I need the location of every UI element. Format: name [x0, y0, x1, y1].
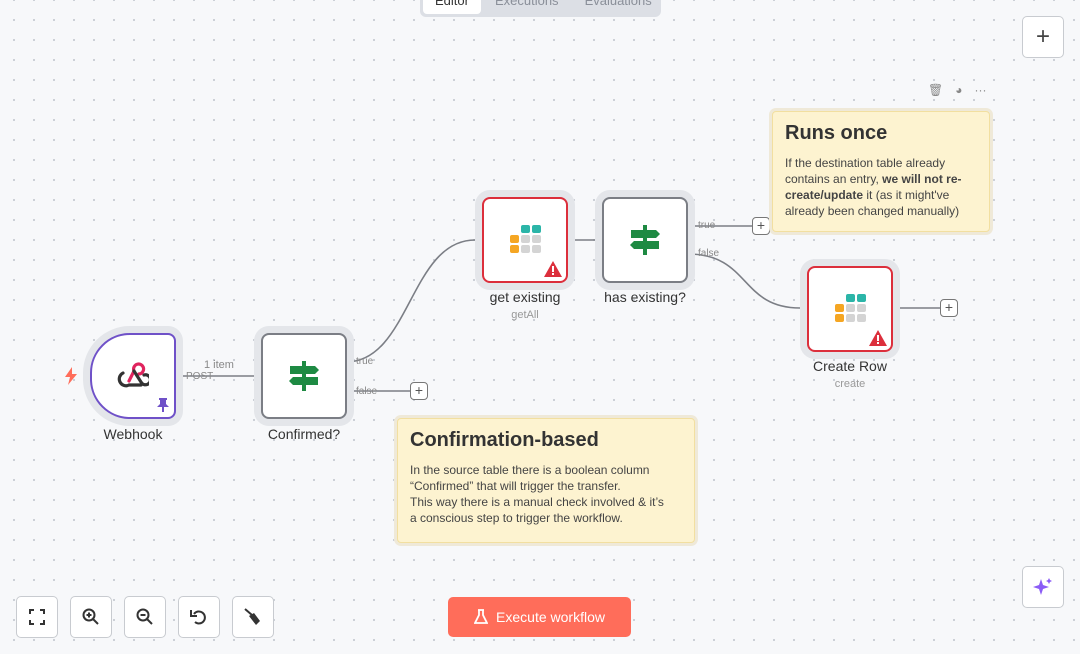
sticky-note-confirmation[interactable]: Confirmation-based In the source table t…	[397, 418, 695, 543]
node-has-existing[interactable]	[602, 197, 688, 283]
node-confirmed[interactable]	[261, 333, 347, 419]
webhook-icon	[117, 362, 149, 388]
reset-zoom-button[interactable]	[178, 596, 220, 638]
warning-icon	[869, 330, 887, 346]
flask-icon	[474, 609, 489, 624]
pin-icon	[157, 398, 169, 412]
add-node-true-button[interactable]: +	[752, 217, 770, 235]
zoom-in-button[interactable]	[70, 596, 112, 638]
node-subtitle: create	[834, 378, 866, 390]
sticky-text: If the destination table already contain…	[785, 156, 962, 218]
sticky-toolbar: 🗑 ◕ ···	[928, 83, 986, 97]
plus-icon: +	[1035, 23, 1050, 50]
execute-label: Execute workflow	[496, 609, 605, 625]
execute-workflow-button[interactable]: Execute workflow	[448, 597, 631, 637]
zoom-out-button[interactable]	[124, 596, 166, 638]
tab-evaluations[interactable]: Evaluations	[584, 0, 652, 8]
node-webhook[interactable]	[90, 333, 176, 419]
sticky-title: Confirmation-based	[410, 429, 599, 451]
signpost-icon	[630, 225, 660, 255]
trigger-bolt-icon	[65, 367, 77, 385]
node-subtitle: getAll	[511, 309, 539, 321]
table-icon	[510, 225, 541, 253]
node-label: has existing?	[604, 289, 686, 305]
edge-item-count: 1 item	[204, 359, 234, 371]
tab-executions[interactable]: Executions	[494, 0, 559, 8]
node-get-existing[interactable]	[482, 197, 568, 283]
view-tabs: Editor Executions Evaluations	[420, 0, 661, 17]
sticky-title: Runs once	[785, 122, 888, 144]
zoom-in-icon	[82, 608, 99, 625]
broom-icon	[244, 608, 260, 625]
add-node-after-create-button[interactable]: +	[940, 299, 958, 317]
output-true: true	[356, 356, 374, 367]
node-label: Confirmed?	[267, 426, 341, 442]
tidy-up-button[interactable]	[232, 596, 274, 638]
node-label: get existing	[489, 289, 561, 305]
edge-label-post: POST	[186, 371, 214, 382]
warning-icon	[544, 261, 562, 277]
tab-editor[interactable]: Editor	[423, 0, 481, 14]
add-node-button[interactable]: +	[1022, 16, 1064, 58]
signpost-icon	[289, 361, 319, 391]
sticky-note-runs-once[interactable]: Runs once If the destination table alrea…	[772, 111, 990, 232]
undo-icon	[190, 610, 206, 625]
palette-icon[interactable]: ◕	[955, 83, 963, 97]
fit-view-button[interactable]	[16, 596, 58, 638]
add-node-false-button[interactable]: +	[410, 382, 428, 400]
output-false: false	[356, 386, 378, 397]
table-icon	[835, 294, 866, 322]
output-true: true	[698, 220, 716, 231]
fit-view-icon	[29, 609, 45, 625]
node-label: Webhook	[103, 426, 163, 442]
sticky-text: In the source table there is a boolean c…	[410, 463, 664, 525]
output-false: false	[698, 248, 720, 259]
edge-confirmed-get	[345, 239, 476, 363]
ai-assistant-button[interactable]	[1022, 566, 1064, 608]
edge-has-create	[687, 253, 801, 309]
zoom-out-icon	[136, 608, 153, 625]
more-icon[interactable]: ···	[974, 83, 987, 97]
node-label: Create Row	[813, 358, 887, 374]
node-create-row[interactable]	[807, 266, 893, 352]
trash-icon[interactable]: 🗑	[928, 83, 944, 97]
sparkle-icon	[1033, 578, 1052, 595]
